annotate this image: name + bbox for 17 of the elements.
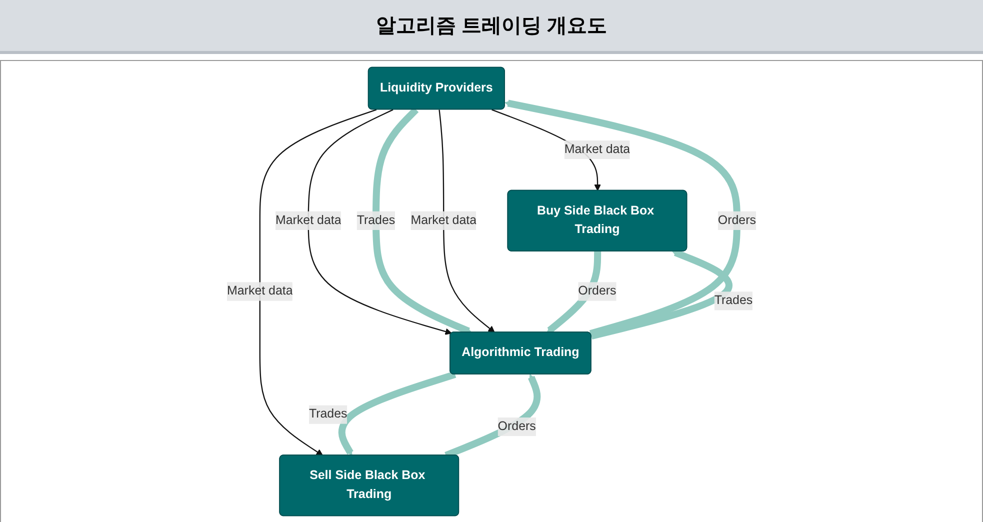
edge-label: Trades [356, 214, 396, 227]
edge-label: Market data [410, 214, 477, 227]
edge-label: Market data [564, 142, 630, 156]
edge-label: Orders [718, 214, 756, 227]
edge-label: Market data [275, 214, 342, 227]
arrow [259, 109, 377, 456]
edge-label: Market data [227, 284, 293, 298]
edge-label: Trades [308, 408, 348, 421]
edge-label: Trades [714, 294, 753, 308]
arrow [590, 249, 732, 340]
flowchart-drawing: Market data Market data Trades Market data Orders Market data Orders Trades Trades Orders Liquidity Providers Buy Side Black Box Trading Algorithmic Trading Sell Side Black Box Trading [1, 61, 982, 522]
arrow [338, 371, 456, 456]
arrow [308, 109, 452, 335]
arrow [438, 110, 495, 333]
diagram-title: 알고리즘 트레이딩 개요도 [0, 0, 983, 54]
edge-label: Orders [498, 420, 536, 434]
edge-label: Orders [578, 284, 616, 298]
